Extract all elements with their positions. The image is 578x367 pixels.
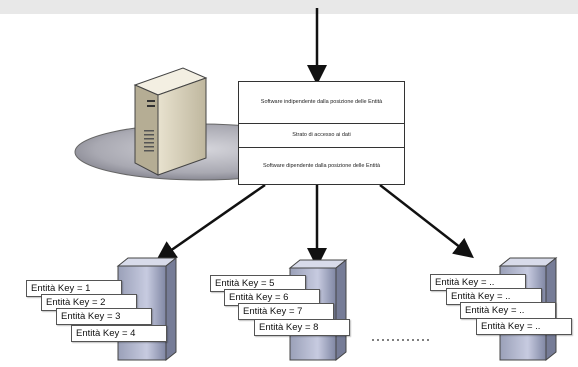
- top-shadow: [0, 0, 578, 14]
- layer-data-access: Strato di accesso ai dati: [238, 123, 405, 148]
- layer-dependent: Software dipendente dalla posizione dell…: [238, 147, 405, 185]
- entity-card: Entità Key = ..: [460, 302, 556, 319]
- entity-card: Entità Key = 7: [238, 303, 334, 320]
- entity-card: Entità Key = ..: [476, 318, 572, 335]
- entity-card: Entità Key = 3: [56, 308, 152, 325]
- entity-card: Entità Key = 4: [71, 325, 167, 342]
- server-icon: [133, 67, 208, 176]
- arrow-right: [379, 184, 474, 259]
- arrow-left: [155, 183, 266, 261]
- layer-independent: Software indipendente dalla posizione de…: [238, 81, 405, 124]
- entity-card: Entità Key = 8: [254, 319, 350, 336]
